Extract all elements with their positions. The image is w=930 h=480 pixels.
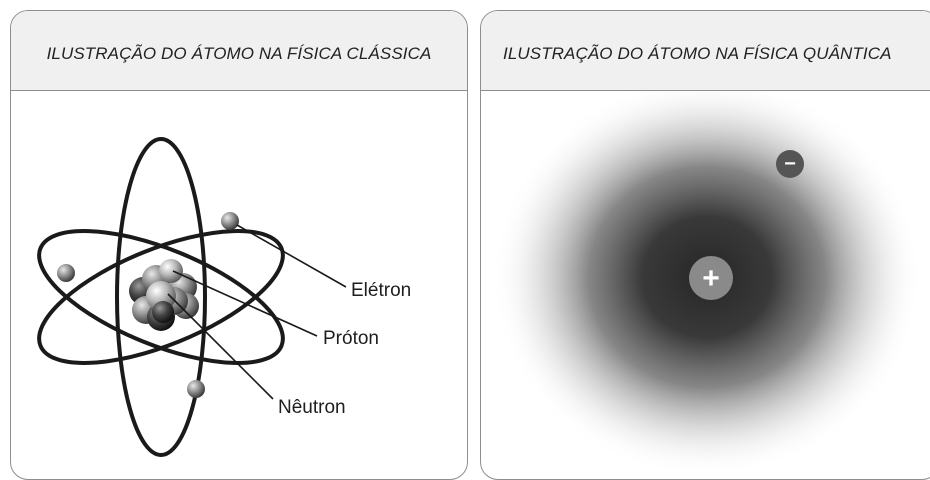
classical-panel-header: ILUSTRAÇÃO DO ÁTOMO NA FÍSICA CLÁSSICA xyxy=(11,11,467,91)
electron-charge-sign: − xyxy=(784,153,796,175)
quantum-atom-diagram: + − xyxy=(492,91,922,477)
neutron-leader-line xyxy=(167,293,274,400)
label-leader-lines xyxy=(167,224,347,400)
nucleus-charge-sign: + xyxy=(702,262,720,295)
orbit-tilted-left xyxy=(37,229,285,365)
orbit-vertical xyxy=(115,137,207,457)
electron-sphere-bottom xyxy=(187,380,205,398)
proton-label: Próton xyxy=(323,328,379,349)
orbit-paths xyxy=(37,137,285,457)
classical-atom-diagram: Elétron Próton Nêutron xyxy=(37,137,411,457)
electron-sphere-top-right xyxy=(221,212,239,230)
neutron-label: Nêutron xyxy=(278,397,346,418)
proton-leader-line xyxy=(172,270,318,337)
classical-atom-panel: ILUSTRAÇÃO DO ÁTOMO NA FÍSICA CLÁSSICA xyxy=(10,10,468,480)
nucleus-cluster-icon xyxy=(129,259,199,331)
electron-label: Elétron xyxy=(351,280,411,301)
quantum-panel-header: ILUSTRAÇÃO DO ÁTOMO NA FÍSICA QUÂNTICA xyxy=(481,11,930,91)
quantum-panel-title: ILUSTRAÇÃO DO ÁTOMO NA FÍSICA QUÂNTICA xyxy=(503,43,892,63)
quantum-atom-panel: ILUSTRAÇÃO DO ÁTOMO NA FÍSICA QUÂNTICA + xyxy=(480,10,930,480)
orbit-tilted-right xyxy=(37,229,285,365)
classical-diagram-area: Elétron Próton Nêutron xyxy=(11,91,467,479)
nucleus-plus-icon: + xyxy=(689,256,733,300)
electron-leader-line xyxy=(236,224,347,288)
classical-panel-title: ILUSTRAÇÃO DO ÁTOMO NA FÍSICA CLÁSSICA xyxy=(46,43,432,63)
electron-minus-icon: − xyxy=(776,150,804,178)
quantum-diagram-area: + − xyxy=(481,91,930,479)
electron-sphere-left xyxy=(57,264,75,282)
